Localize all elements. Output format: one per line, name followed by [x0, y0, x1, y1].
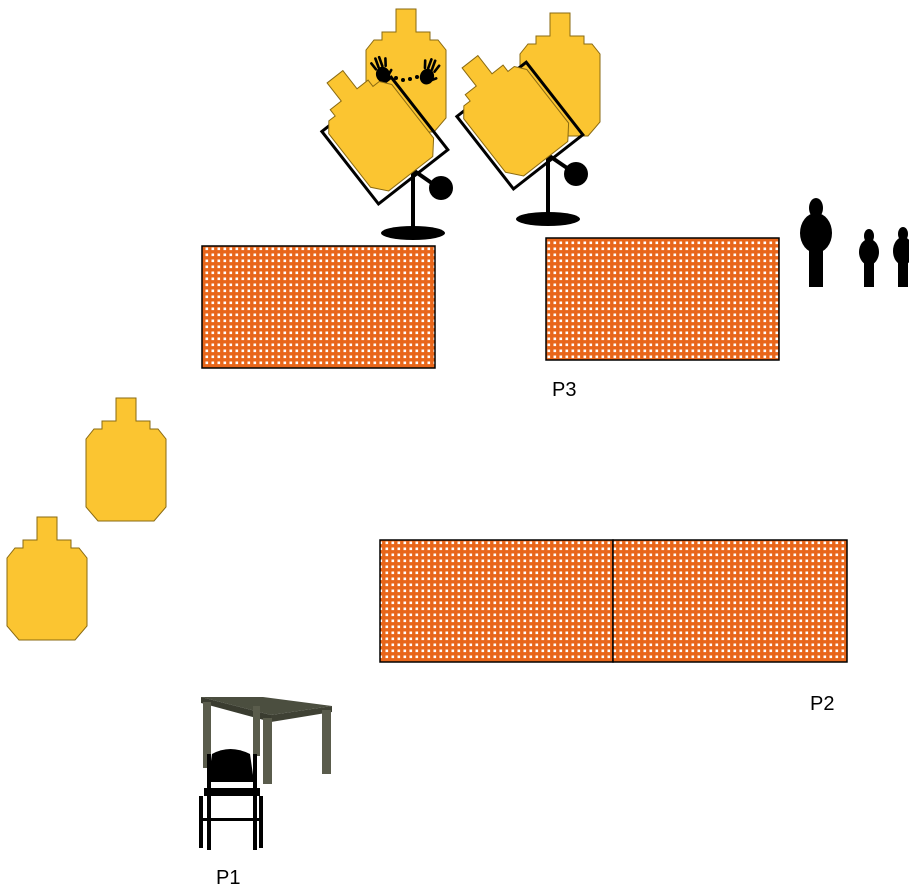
folding-chair-icon [199, 749, 263, 850]
swinger-target-left [302, 8, 453, 240]
swinger-stand-right [516, 150, 588, 226]
wall-upper-left [201, 245, 436, 369]
target-left-upper [85, 397, 167, 522]
popper-steel-icon [800, 198, 909, 287]
target-left-lower [6, 516, 88, 641]
position-label-p1: P1 [216, 867, 240, 888]
popper-large [800, 198, 832, 287]
wall-lower-left [379, 539, 614, 663]
position-label-p2: P2 [810, 693, 834, 715]
wall-lower-right [612, 539, 848, 663]
wall-upper-right [545, 237, 780, 361]
position-label-p3: P3 [552, 379, 576, 401]
swinger-target-right [437, 12, 601, 226]
popper-small-2 [893, 227, 909, 287]
table-icon [201, 697, 332, 784]
no-shoot-hands-icon [368, 52, 444, 88]
popper-small-1 [859, 229, 879, 287]
